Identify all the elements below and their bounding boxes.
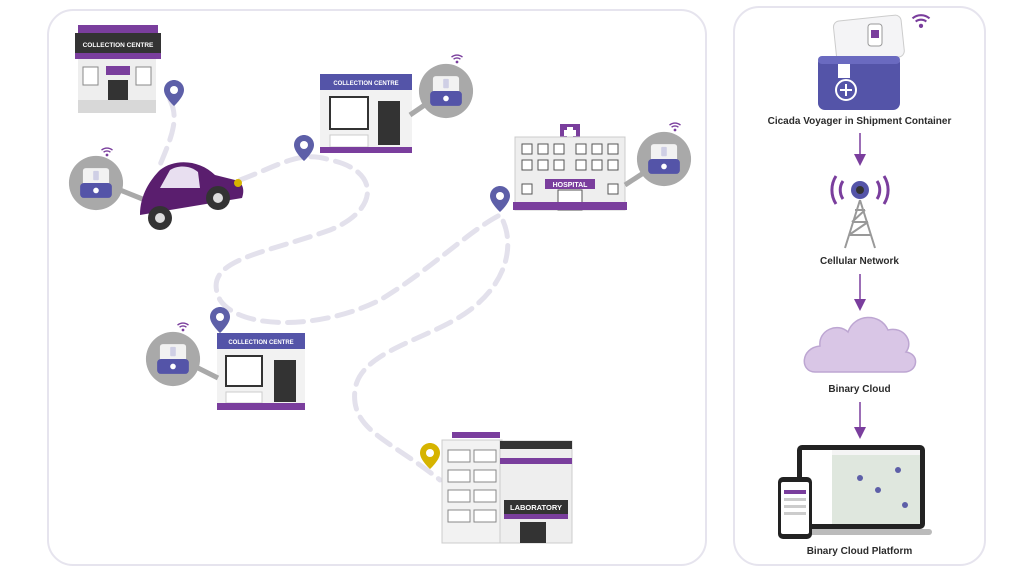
route-path [157,97,511,483]
flow-label-cellular: Cellular Network [820,256,899,267]
voyager-device-icon [636,131,692,187]
cloud-icon [803,316,917,373]
wifi-icon [100,147,114,157]
phone-icon [778,477,812,539]
collection-centre-sign-2: COLLECTION CENTRE [333,81,398,87]
collection-centre-sign-3: COLLECTION CENTRE [228,340,293,346]
collection-centre-building-2: COLLECTION CENTRE [320,74,412,153]
cell-tower-icon [830,175,890,249]
wifi-icon [450,54,464,64]
collection-centre-building-1: COLLECTION CENTRE [75,25,161,113]
laptop-icon [790,445,932,535]
laboratory-sign: LABORATORY [510,503,562,512]
voyager-device-icon [145,331,201,387]
hospital-building: HOSPITAL [513,124,627,211]
location-pin-icon [490,186,510,212]
voyager-device-icon [418,63,474,119]
wifi-icon [668,122,682,132]
car-icon [140,162,244,230]
collection-centre-sign-1: COLLECTION CENTRE [83,42,154,49]
location-pin-icon [164,80,184,106]
flow-label-cloud: Binary Cloud [828,384,891,395]
flow-label-voyager: Cicada Voyager in Shipment Container [767,116,952,127]
shipment-container-icon [818,14,905,110]
flow-label-platform: Binary Cloud Platform [806,546,913,557]
wifi-icon [911,14,931,29]
location-pin-icon [210,307,230,333]
collection-centre-building-3: COLLECTION CENTRE [217,333,305,410]
connector-line [119,187,146,203]
hospital-sign: HOSPITAL [553,182,589,189]
wifi-icon [176,322,190,332]
voyager-device-icon [68,155,124,211]
laboratory-building: LABORATORY [441,432,573,544]
